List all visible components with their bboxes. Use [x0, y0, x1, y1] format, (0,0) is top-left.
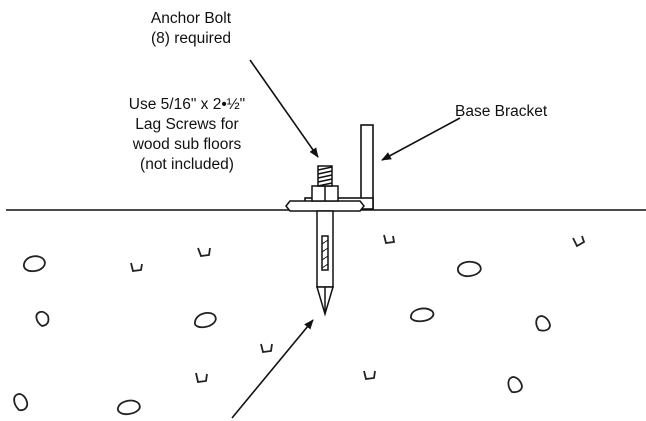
pebble [193, 311, 217, 329]
pebble [130, 262, 143, 272]
anchor-bolt-arrow [249, 59, 319, 158]
pebble [195, 372, 208, 383]
anchor-bolt-label-line-2: (8) required [150, 30, 232, 47]
pebble [260, 343, 273, 353]
concrete-aggregate [13, 234, 586, 416]
anchor-bolt [285, 165, 365, 317]
pebble [363, 370, 376, 380]
pebble [457, 260, 482, 278]
lag-screws-label-line-3: wood sub floors [132, 136, 242, 153]
pebble [117, 399, 141, 416]
anchor-thread-lines [317, 166, 333, 187]
anchor-slot-hatch [321, 239, 329, 269]
anchor-bolt-label-line-1: Anchor Bolt [150, 10, 232, 27]
base-bracket-label: Base Bracket [455, 103, 548, 120]
lag-screws-label-line-1: Use 5/16" x 2•½" [128, 96, 246, 113]
anchor-bolt-label: Anchor Bolt (8) required [96, 9, 286, 49]
pebble [535, 315, 551, 332]
lag-screws-label-line-2: Lag Screws for [135, 116, 239, 133]
anchor-washer [285, 200, 365, 212]
pebble [197, 247, 211, 257]
leader-arrows [231, 59, 461, 419]
anchor-tip-arrow [231, 319, 314, 419]
base-bracket-arrow [381, 117, 461, 161]
base-bracket-vertical-flange [360, 124, 374, 210]
pebble [410, 307, 435, 323]
lag-screws-label-line-4: (not included) [140, 156, 234, 173]
pebble [507, 376, 523, 394]
pebble [383, 234, 396, 244]
pebble [572, 235, 586, 248]
anchor-slot [321, 235, 329, 271]
lag-screws-label: Use 5/16" x 2•½" Lag Screws for wood sub… [92, 95, 282, 175]
pebble [35, 310, 50, 327]
pebble [13, 393, 29, 412]
pebble [22, 255, 46, 273]
